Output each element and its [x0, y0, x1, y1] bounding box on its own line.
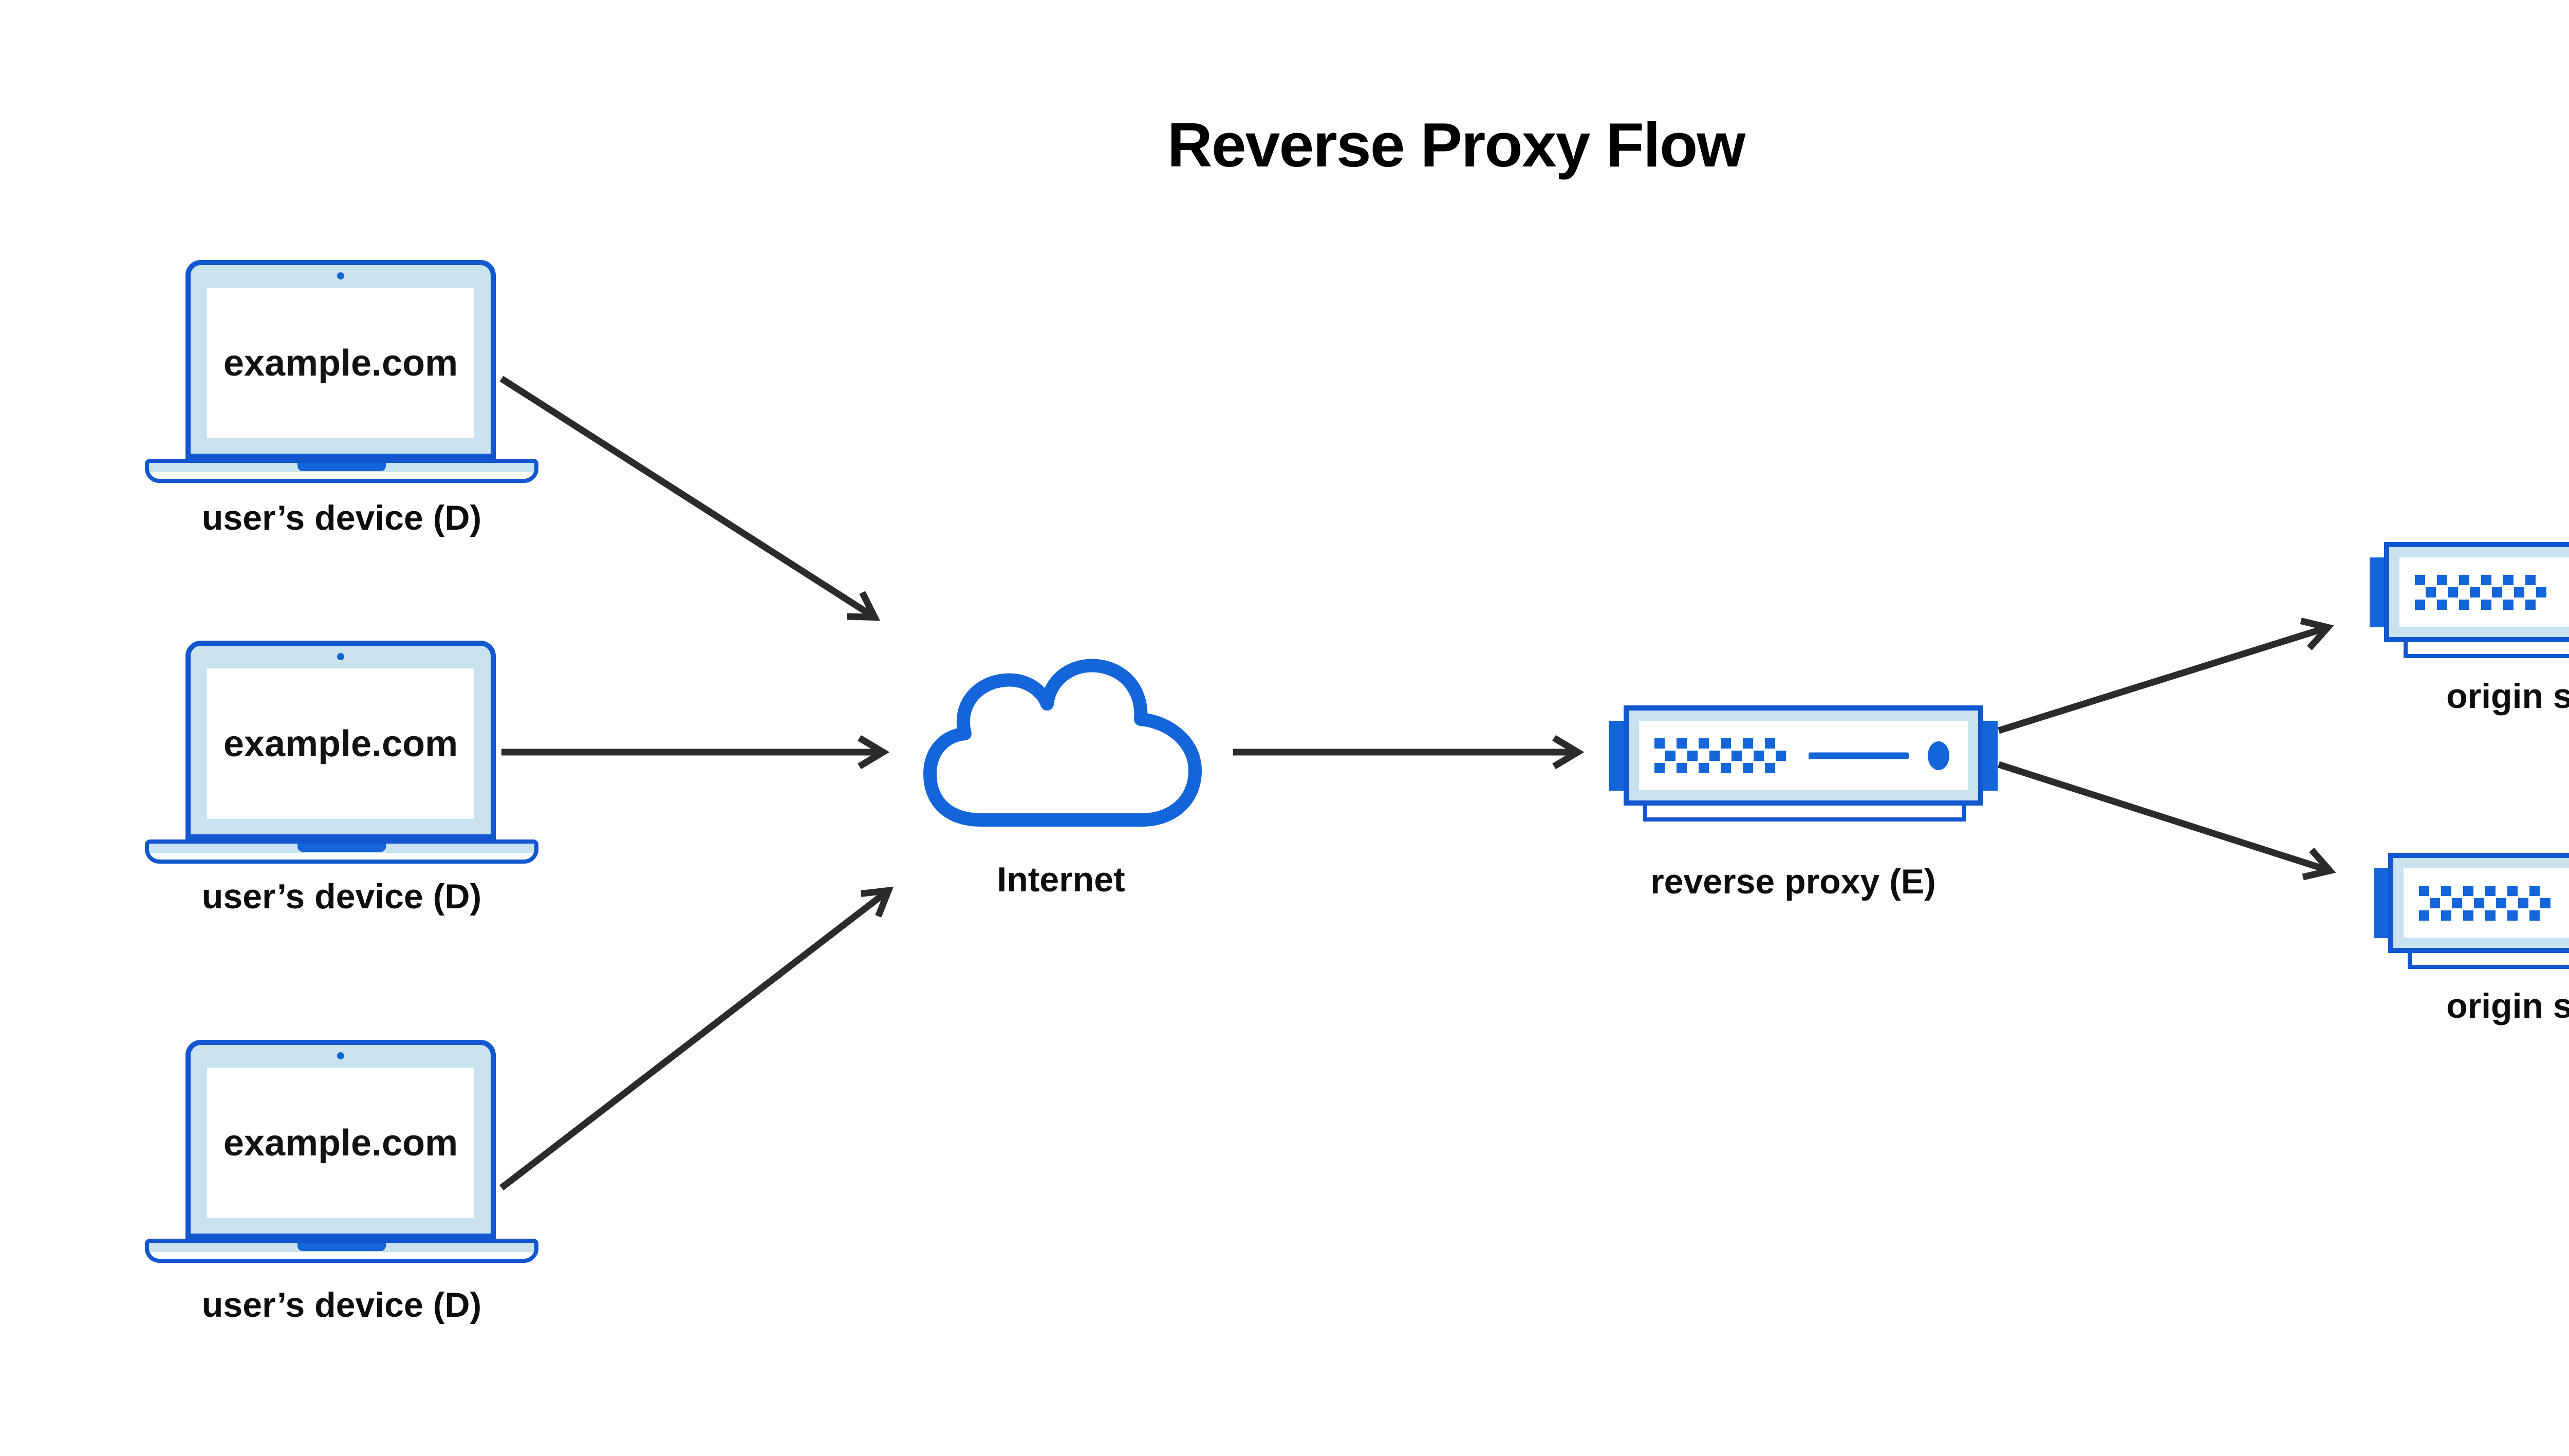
- device-2-label: user’s device (D): [201, 877, 482, 916]
- laptop-hinge-notch: [297, 844, 386, 852]
- user-device-3: example.com: [145, 1040, 538, 1263]
- laptop-screen: example.com: [185, 641, 496, 839]
- user-device-2: example.com: [145, 641, 538, 864]
- device-1-label: user’s device (D): [201, 498, 482, 537]
- server-base: [2404, 642, 2569, 658]
- laptop-hinge-notch: [297, 1243, 386, 1251]
- vent-row: [1665, 750, 1786, 761]
- server-chassis: [2388, 853, 2569, 953]
- device-url-text: example.com: [223, 723, 458, 764]
- vent-row: [2415, 574, 2546, 585]
- vent-row: [1654, 738, 1786, 749]
- camera-dot-icon: [337, 1052, 344, 1059]
- laptop-base: [145, 839, 538, 864]
- vent-row: [2419, 885, 2551, 896]
- internet-cloud: [918, 645, 1205, 830]
- server-vents-icon: [1654, 738, 1786, 773]
- server-front-panel: [2404, 868, 2569, 938]
- vent-row: [2426, 587, 2546, 598]
- server-power-led: [1928, 741, 1949, 770]
- origin-server-1-label: origin server (F): [2446, 677, 2569, 716]
- user-device-1: example.com: [145, 260, 538, 483]
- laptop-display: example.com: [207, 288, 474, 438]
- laptop-screen: example.com: [185, 260, 496, 459]
- server-slot-line: [1809, 752, 1909, 759]
- camera-dot-icon: [337, 653, 344, 660]
- origin-server-1: [2370, 542, 2569, 658]
- device-url-text: example.com: [223, 342, 458, 384]
- server-front-panel: [2399, 557, 2569, 627]
- arrow-device1-to-internet: [499, 376, 873, 617]
- laptop-base: [145, 1239, 538, 1263]
- reverse-proxy-label: reverse proxy (E): [1650, 862, 1936, 901]
- server-vents-icon: [2419, 885, 2551, 921]
- arrow-proxy-to-origin2: [1998, 761, 2329, 870]
- vent-row: [1654, 762, 1786, 773]
- origin-server-2-label: origin server (F): [2446, 986, 2569, 1025]
- server-vents-icon: [2415, 574, 2546, 610]
- internet-label: Internet: [997, 860, 1125, 899]
- server-chassis: [1624, 705, 1983, 806]
- laptop-display: example.com: [207, 1068, 474, 1218]
- laptop-display: example.com: [207, 668, 474, 819]
- reverse-proxy-server: [1609, 705, 1998, 822]
- server-base: [1643, 806, 1966, 822]
- arrow-device3-to-internet: [499, 891, 887, 1191]
- page-title: Reverse Proxy Flow: [1167, 110, 1746, 180]
- vent-row: [2415, 599, 2546, 610]
- laptop-screen: example.com: [185, 1040, 496, 1239]
- laptop-hinge-notch: [297, 463, 386, 471]
- server-chassis: [2384, 542, 2569, 642]
- laptop-base: [145, 459, 538, 483]
- arrow-proxy-to-origin1: [1998, 628, 2326, 734]
- vent-row: [2419, 910, 2551, 921]
- origin-server-2: [2374, 853, 2569, 969]
- cloud-icon: [923, 659, 1202, 827]
- server-base: [2408, 953, 2569, 969]
- vent-row: [2430, 898, 2551, 908]
- camera-dot-icon: [337, 272, 344, 279]
- device-3-label: user’s device (D): [201, 1285, 482, 1324]
- device-url-text: example.com: [223, 1122, 458, 1164]
- server-front-panel: [1639, 721, 1968, 790]
